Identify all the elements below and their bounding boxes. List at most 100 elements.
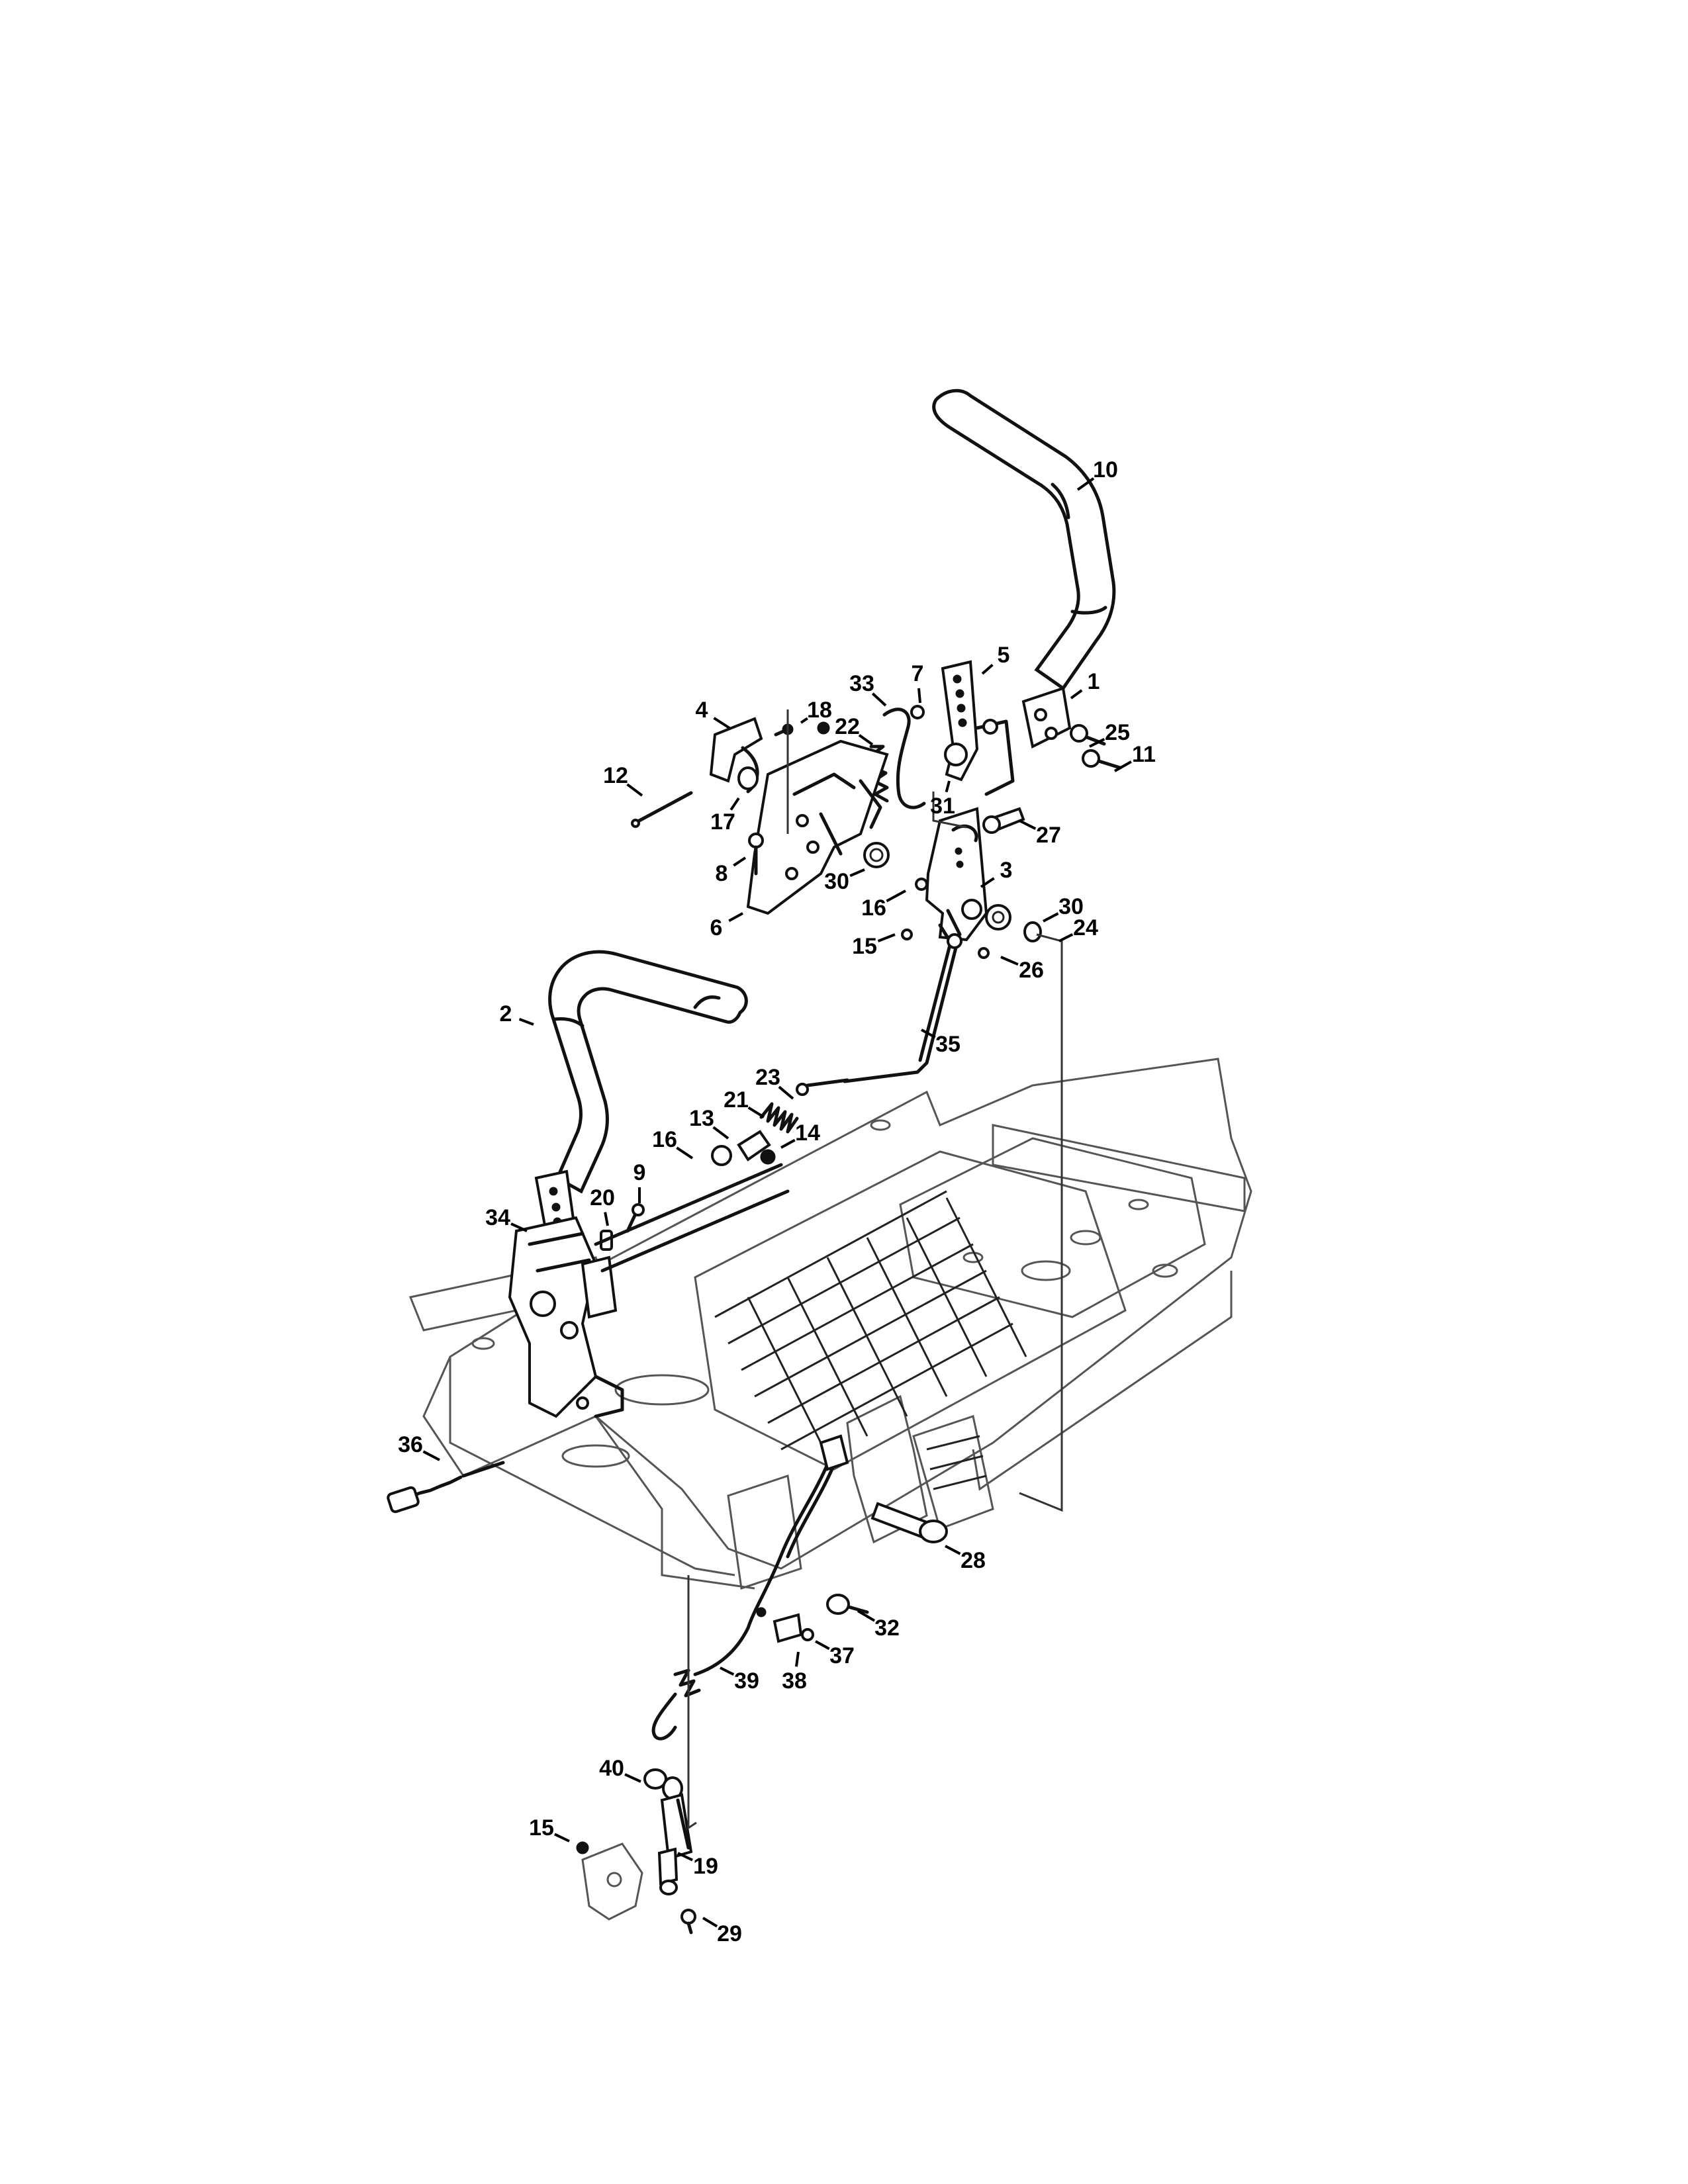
leader-p18 [800, 717, 808, 724]
fasteners-32-38 [756, 1594, 869, 1643]
leader-p38 [794, 1651, 800, 1667]
part-label-p10: 10 [1093, 457, 1118, 482]
part-labels: 1012511573322312718412178630163302415263… [398, 457, 1156, 1946]
left-handle [548, 950, 748, 1194]
leader-p15a [877, 933, 896, 942]
part-label-p32: 32 [874, 1615, 900, 1641]
part-label-p17: 17 [710, 809, 735, 835]
part-label-p37: 37 [829, 1643, 855, 1668]
shaft-28 [870, 1502, 948, 1543]
control-arm-3 [915, 807, 1025, 948]
part-label-p5: 5 [998, 643, 1010, 668]
leader-p11 [1114, 760, 1132, 772]
right-handle [932, 388, 1116, 749]
leader-p13 [712, 1126, 729, 1140]
cable-39 [651, 1434, 849, 1741]
gas-strut-19 [576, 1768, 696, 1934]
part-label-p31: 31 [930, 794, 955, 819]
leader-p3 [980, 877, 995, 888]
part-label-p8: 8 [716, 861, 728, 886]
part-label-p24: 24 [1073, 915, 1098, 940]
part-label-p14: 14 [795, 1120, 820, 1146]
part-label-p22: 22 [835, 714, 860, 739]
leader-p26 [1000, 956, 1019, 966]
leader-p8 [733, 856, 747, 867]
part-label-p39: 39 [734, 1668, 759, 1694]
part-label-p28: 28 [961, 1548, 986, 1573]
part-label-p7: 7 [912, 661, 924, 686]
part-label-p40: 40 [599, 1756, 624, 1781]
part-label-p23: 23 [755, 1065, 780, 1090]
leader-p6 [728, 912, 743, 923]
part-label-p30a: 30 [824, 869, 849, 894]
part-label-p25: 25 [1105, 720, 1130, 745]
leader-p16a [886, 889, 906, 903]
leader-p22 [858, 734, 874, 746]
part-label-p20: 20 [590, 1185, 615, 1210]
part-label-p18: 18 [807, 698, 832, 723]
part-label-p1: 1 [1088, 669, 1100, 694]
leader-p24 [1058, 933, 1074, 942]
leader-p25 [1089, 738, 1105, 748]
leader-p23 [778, 1085, 794, 1100]
part-label-p11: 11 [1132, 742, 1156, 767]
leader-p37 [815, 1640, 830, 1651]
part-label-p4: 4 [696, 698, 708, 723]
control-assembly-34 [508, 1163, 790, 1418]
leader-p1 [1070, 689, 1083, 700]
leader-p21 [747, 1106, 765, 1118]
part-label-p12: 12 [603, 763, 628, 788]
leader-p27 [1019, 819, 1037, 830]
bolts-25-11 [1070, 724, 1122, 770]
leader-p7 [917, 688, 921, 704]
leader-p4 [713, 717, 731, 729]
leader-p19 [677, 1852, 693, 1862]
leader-p20 [604, 1212, 609, 1226]
leader-p17 [729, 797, 740, 811]
part-label-p33: 33 [849, 671, 874, 696]
leader-p29 [702, 1917, 718, 1928]
part-label-p21: 21 [724, 1087, 749, 1113]
bushing-30b [901, 904, 1042, 942]
part-label-p16b: 16 [652, 1127, 677, 1152]
leader-p30b [1043, 912, 1059, 923]
part-label-p16a: 16 [861, 895, 886, 921]
part-label-p34: 34 [485, 1205, 510, 1230]
bushing-30a [863, 842, 890, 868]
part-label-p26: 26 [1019, 958, 1044, 983]
leader-p32 [857, 1610, 876, 1622]
part-label-p15a: 15 [852, 934, 877, 959]
leader-p39 [720, 1666, 735, 1676]
leader-p15b [554, 1833, 570, 1843]
leader-p12 [626, 783, 643, 797]
leader-lines [422, 477, 1132, 1928]
rod-end-36 [387, 1461, 505, 1514]
part-label-p3: 3 [1000, 858, 1013, 883]
spring-33 [882, 705, 926, 809]
linkage-rod-35 [806, 933, 990, 1087]
part-label-p13: 13 [689, 1106, 714, 1131]
routing-lines [687, 709, 1063, 1830]
leader-p2 [518, 1017, 534, 1026]
part-label-p2: 2 [500, 1001, 512, 1026]
part-label-p29: 29 [717, 1921, 742, 1946]
part-label-p15b: 15 [529, 1815, 554, 1841]
part-label-p30b: 30 [1058, 894, 1084, 919]
leader-p35 [921, 1028, 936, 1039]
leader-p34 [510, 1222, 528, 1232]
part-label-p6: 6 [710, 915, 723, 940]
part-label-p38: 38 [782, 1668, 807, 1694]
leader-p40 [624, 1773, 641, 1783]
floor-grid [714, 1190, 1027, 1457]
control-arm-5 [941, 660, 1015, 796]
leader-p16b [676, 1146, 694, 1160]
leader-p28 [945, 1545, 961, 1555]
spring-21 [711, 1083, 809, 1166]
leader-p31 [945, 780, 951, 793]
leader-p5 [981, 663, 994, 675]
part-label-p27: 27 [1036, 823, 1061, 848]
leader-p30a [849, 868, 865, 878]
part-label-p36: 36 [398, 1432, 423, 1457]
part-label-p35: 35 [935, 1032, 961, 1057]
